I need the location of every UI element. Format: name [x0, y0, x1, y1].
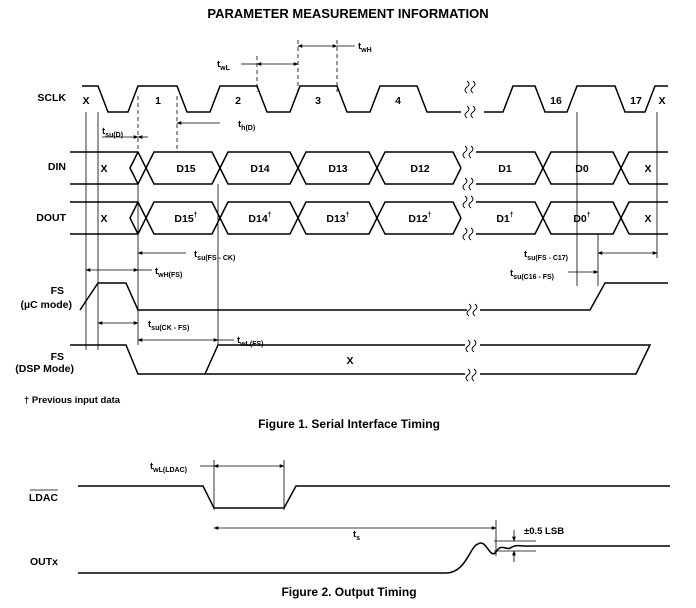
sclk-pulse-label: 4: [395, 95, 401, 107]
tsu-fs-c17-label: tsu(FS - C17): [524, 249, 568, 262]
th-d-label: th(D): [238, 119, 255, 132]
din-bit-label: X: [100, 163, 107, 175]
sclk-pulse-label: X: [82, 95, 89, 107]
twl-ldac-marker: [200, 460, 285, 510]
outx-label: OUTx: [30, 556, 58, 568]
din-bit-label: D0: [575, 163, 589, 175]
sclk-label: SCLK: [37, 92, 66, 104]
tsu-d-label: tsu(D): [102, 126, 123, 139]
din-bit-label: D1: [498, 163, 512, 175]
tsu-d-marker: [102, 96, 178, 152]
dout-bit-label: D1†: [496, 212, 513, 225]
fs-dsp-waveform: [70, 339, 652, 382]
twh-label: twH: [358, 41, 372, 54]
reference-lines: [85, 112, 658, 350]
dout-bit-label: D14†: [248, 212, 271, 225]
dout-bit-label: D12†: [408, 212, 431, 225]
dout-bit-label: X: [644, 213, 651, 225]
fs-dsp-label: FS: [51, 351, 64, 363]
twh-fs-label: twH(FS): [155, 266, 182, 279]
fs-dsp-value: X: [346, 355, 353, 367]
lsb-band: [494, 530, 536, 562]
dout-bit-label: D0†: [573, 212, 590, 225]
sclk-break: [464, 80, 476, 119]
outx-waveform: [78, 542, 670, 574]
twl-label: twL: [217, 59, 231, 72]
dout-bit-label: D15†: [174, 212, 197, 225]
sclk-pulse-label: 2: [235, 95, 241, 107]
dout-bus: [70, 195, 668, 241]
fs-dsp-mode-label: (DSP Mode): [15, 363, 74, 375]
fs-uc-label: FS: [51, 285, 64, 297]
page-title: PARAMETER MEASUREMENT INFORMATION: [207, 6, 488, 21]
sclk-waveform: [82, 85, 668, 113]
tsu-fs-ck-label: tsu(FS - CK): [194, 249, 235, 262]
tsu-c16-fs-label: tsu(C16 - FS): [510, 268, 554, 281]
fs-uc-mode-label: (µC mode): [20, 299, 72, 311]
din-bit-label: D13: [328, 163, 347, 175]
din-bit-label: D14: [250, 163, 269, 175]
sclk-pulse-label: 1: [155, 95, 161, 107]
ldac-label: LDAC: [29, 492, 59, 504]
sclk-pulse-label: X: [658, 95, 665, 107]
tsu-ck-fs-label: tsu(CK - FS): [148, 319, 189, 332]
dout-label: DOUT: [36, 212, 66, 224]
din-bit-label: D15: [176, 163, 195, 175]
din-label: DIN: [48, 161, 66, 173]
ts-label: ts: [353, 529, 360, 542]
sclk-pulse-label: 17: [630, 95, 642, 107]
twl-marker: [241, 40, 299, 92]
dout-bit-label: X: [100, 213, 107, 225]
sclk-pulse-label: 3: [315, 95, 321, 107]
twh-marker: [297, 40, 355, 92]
dout-bit-label: D13†: [326, 212, 349, 225]
lsb-label: ±0.5 LSB: [524, 526, 564, 537]
twl-fs-label: twL(FS): [237, 335, 264, 348]
figure2-caption: Figure 2. Output Timing: [281, 585, 416, 599]
figure1-caption: Figure 1. Serial Interface Timing: [258, 417, 440, 431]
fs-uc-waveform: [79, 282, 668, 317]
twl-ldac-label: twL(LDAC): [150, 461, 187, 474]
footnote: † Previous input data: [24, 395, 121, 406]
din-bit-label: X: [644, 163, 651, 175]
din-bit-label: D12: [410, 163, 429, 175]
din-bus: [70, 145, 668, 191]
ts-marker: [213, 520, 497, 556]
ldac-waveform: [78, 485, 670, 509]
sclk-pulse-label: 16: [550, 95, 562, 107]
